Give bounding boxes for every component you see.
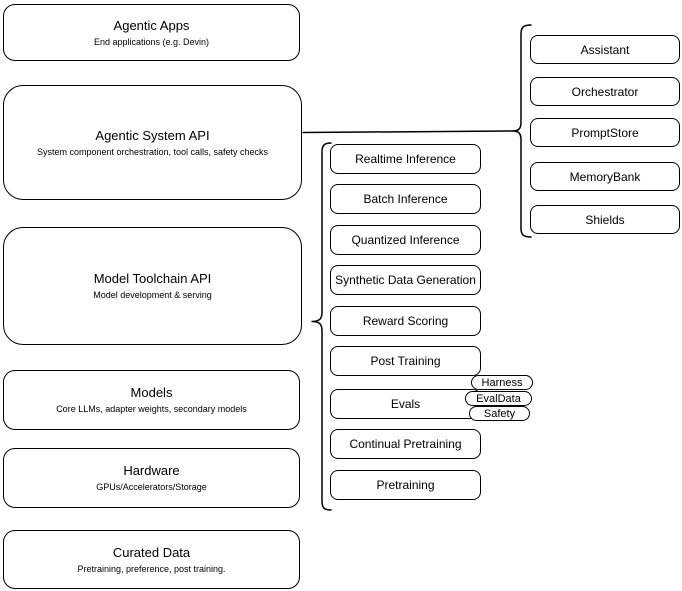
node-realtime-inference: Realtime Inference bbox=[330, 144, 481, 174]
node-label: Shields bbox=[585, 212, 625, 227]
node-subtitle: End applications (e.g. Devin) bbox=[93, 36, 210, 47]
node-label: Quantized Inference bbox=[351, 233, 460, 247]
node-label: Post Training bbox=[370, 354, 441, 368]
node-label: PromptStore bbox=[571, 125, 639, 140]
node-label: Evals bbox=[390, 397, 421, 411]
node-subtitle: GPUs/Accelerators/Storage bbox=[96, 482, 207, 492]
node-title: Models bbox=[130, 385, 173, 400]
node-post-training: Post Training bbox=[330, 346, 481, 376]
node-evals: Evals bbox=[330, 389, 481, 419]
node-label: Reward Scoring bbox=[362, 314, 449, 328]
node-subtitle: Model development & serving bbox=[93, 290, 212, 300]
node-subtitle: Pretraining, preference, post training. bbox=[77, 563, 226, 574]
node-promptstore: PromptStore bbox=[530, 118, 680, 147]
node-hardware: Hardware GPUs/Accelerators/Storage bbox=[3, 448, 300, 508]
node-pretraining: Pretraining bbox=[330, 470, 481, 500]
tag-evaldata: EvalData bbox=[465, 391, 532, 406]
node-subtitle: Core LLMs, adapter weights, secondary mo… bbox=[56, 404, 247, 414]
node-label: Continual Pretraining bbox=[349, 437, 462, 451]
tag-harness: Harness bbox=[471, 375, 533, 390]
node-batch-inference: Batch Inference bbox=[330, 184, 481, 214]
node-curated-data: Curated Data Pretraining, preference, po… bbox=[3, 530, 300, 589]
node-synthetic-data-generation: Synthetic Data Generation bbox=[330, 265, 481, 295]
tag-label: EvalData bbox=[476, 392, 521, 405]
node-label: Orchestrator bbox=[571, 84, 639, 99]
system-components-brace bbox=[512, 24, 532, 238]
node-title: Agentic Apps bbox=[113, 17, 190, 33]
node-assistant: Assistant bbox=[530, 35, 680, 64]
node-memorybank: MemoryBank bbox=[530, 162, 680, 191]
node-model-toolchain-api: Model Toolchain API Model development & … bbox=[3, 227, 302, 345]
node-orchestrator: Orchestrator bbox=[530, 77, 680, 106]
node-label: Realtime Inference bbox=[355, 152, 456, 166]
node-models: Models Core LLMs, adapter weights, secon… bbox=[3, 370, 300, 430]
node-label: Synthetic Data Generation bbox=[335, 273, 476, 287]
node-shields: Shields bbox=[530, 205, 680, 234]
node-reward-scoring: Reward Scoring bbox=[330, 306, 481, 336]
node-continual-pretraining: Continual Pretraining bbox=[330, 429, 481, 459]
node-quantized-inference: Quantized Inference bbox=[330, 225, 481, 255]
node-title: Hardware bbox=[123, 463, 180, 478]
node-title: Curated Data bbox=[112, 544, 191, 560]
node-subtitle: System component orchestration, tool cal… bbox=[36, 146, 269, 157]
node-agentic-system-api: Agentic System API System component orch… bbox=[3, 85, 302, 200]
toolchain-brace bbox=[311, 142, 332, 511]
system-api-connector-line bbox=[302, 130, 514, 134]
node-agentic-apps: Agentic Apps End applications (e.g. Devi… bbox=[3, 4, 300, 61]
tag-safety: Safety bbox=[469, 406, 530, 421]
node-label: Batch Inference bbox=[363, 192, 448, 206]
node-label: Assistant bbox=[580, 42, 630, 57]
node-label: Pretraining bbox=[376, 478, 435, 492]
node-title: Model Toolchain API bbox=[93, 271, 212, 286]
node-label: MemoryBank bbox=[569, 169, 641, 184]
tag-label: Safety bbox=[483, 407, 516, 420]
node-title: Agentic System API bbox=[95, 127, 210, 143]
tag-label: Harness bbox=[481, 376, 523, 389]
